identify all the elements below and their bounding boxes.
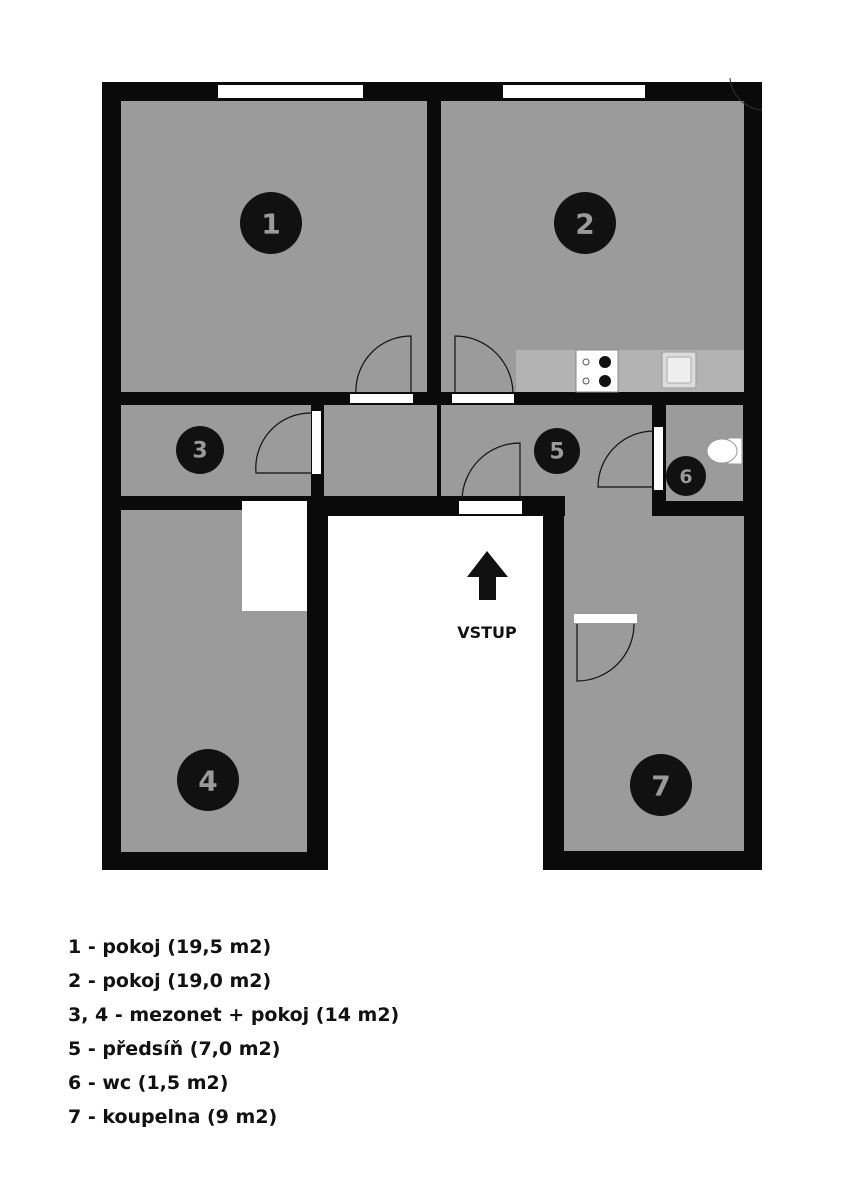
room-number-3: 3 bbox=[192, 439, 207, 464]
room-7-upper-floor bbox=[666, 516, 744, 626]
legend-item: 5 - předsíň (7,0 m2) bbox=[68, 1038, 281, 1060]
toilet-icon bbox=[706, 437, 743, 465]
window-room-2 bbox=[503, 85, 645, 98]
room-number-2: 2 bbox=[575, 208, 594, 241]
kitchen-counter bbox=[516, 350, 744, 392]
room-legend: 1 - pokoj (19,5 m2) 2 - pokoj (19,0 m2) … bbox=[68, 930, 399, 1134]
room-badge-4: 4 bbox=[177, 749, 239, 811]
legend-item: 6 - wc (1,5 m2) bbox=[68, 1072, 229, 1094]
room-number-4: 4 bbox=[198, 765, 217, 798]
entrance-label: VSTUP bbox=[457, 623, 517, 642]
room-badge-7: 7 bbox=[630, 754, 692, 816]
legend-item: 7 - koupelna (9 m2) bbox=[68, 1106, 278, 1128]
entrance-arrow-icon bbox=[467, 551, 508, 600]
room-number-1: 1 bbox=[261, 208, 280, 241]
stove-icon bbox=[575, 349, 619, 393]
sink-icon bbox=[661, 351, 697, 389]
stair-hall-floor bbox=[324, 405, 437, 496]
room-badge-3: 3 bbox=[176, 426, 224, 474]
stair-block bbox=[242, 501, 307, 611]
compass-mark bbox=[729, 77, 763, 111]
room-number-5: 5 bbox=[549, 440, 564, 465]
legend-item: 2 - pokoj (19,0 m2) bbox=[68, 970, 272, 992]
legend-item: 3, 4 - mezonet + pokoj (14 m2) bbox=[68, 1004, 400, 1026]
room-badge-5: 5 bbox=[534, 428, 580, 474]
door-slot-room-6 bbox=[654, 427, 663, 490]
room-number-7: 7 bbox=[651, 770, 670, 803]
door-slot-room-7 bbox=[574, 614, 637, 623]
room-badge-2: 2 bbox=[554, 192, 616, 254]
door-swing-icon bbox=[255, 335, 655, 682]
room-badge-1: 1 bbox=[240, 192, 302, 254]
door-slot-room-2 bbox=[452, 394, 514, 403]
window-room-1 bbox=[218, 85, 363, 98]
door-slot-room-3 bbox=[312, 411, 321, 474]
legend-item: 1 - pokoj (19,5 m2) bbox=[68, 936, 272, 958]
door-slot-room-1 bbox=[350, 394, 413, 403]
room-number-6: 6 bbox=[679, 466, 692, 488]
floor-plan: 1 2 3 4 5 6 7 VSTUP bbox=[102, 77, 763, 870]
door-slot-entrance bbox=[459, 501, 522, 514]
room-badge-6: 6 bbox=[666, 456, 706, 496]
